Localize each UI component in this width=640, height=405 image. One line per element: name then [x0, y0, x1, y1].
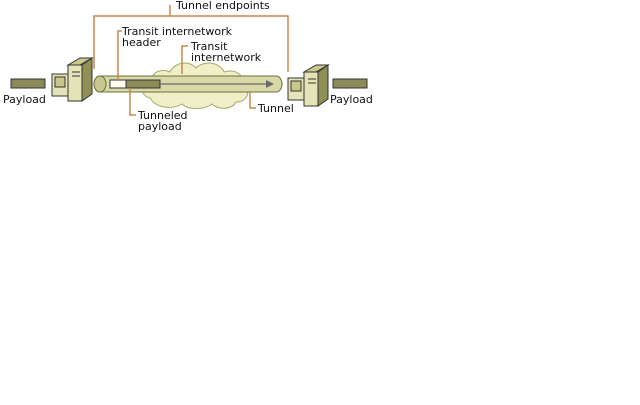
- transit-header-label-line2: header: [122, 36, 161, 49]
- transit-internetwork-callout: Transit internetwork: [181, 40, 262, 74]
- right-server-icon: [287, 64, 330, 107]
- transit-internetwork-label-line1: Transit: [190, 40, 228, 53]
- tunnel-endpoints-label: Tunnel endpoints: [175, 0, 270, 12]
- tunnel-leader: [249, 92, 256, 109]
- tunnel-endpoints-bracket: [93, 15, 289, 72]
- tunneled-payload-leader: [129, 88, 136, 116]
- left-payload-bar: [10, 78, 46, 89]
- tunnel-pipe: [93, 75, 283, 93]
- tunnel-callout: Tunnel: [249, 92, 294, 115]
- tunneled-payload-block: [125, 79, 161, 89]
- right-monitor-screen: [290, 80, 302, 92]
- left-server-tower-side: [81, 57, 93, 102]
- left-monitor-screen: [54, 76, 66, 88]
- transit-header-callout: Transit internetwork header: [117, 25, 233, 80]
- right-server-tower: [303, 71, 319, 107]
- tunneled-payload-label-line2: payload: [138, 120, 182, 133]
- tunneled-payload-label-line1: Tunneled: [137, 109, 188, 122]
- right-payload-label: Payload: [330, 93, 373, 106]
- left-server-tower: [67, 64, 83, 102]
- transit-internetwork-label-line2: internetwork: [191, 51, 262, 64]
- transit-header-label-line1: Transit internetwork: [121, 25, 233, 38]
- tunnel-arrow-head: [266, 80, 274, 88]
- tunnel-endpoints-callout: Tunnel endpoints: [93, 0, 289, 72]
- right-payload-bar: [332, 78, 368, 89]
- tunneled-payload-callout: Tunneled payload: [129, 88, 188, 133]
- right-server-tower-side: [317, 64, 329, 107]
- transit-internetwork-leader: [181, 45, 188, 74]
- transit-header-block: [109, 79, 127, 89]
- tunnel-mouth: [93, 75, 107, 93]
- tunnel-label: Tunnel: [257, 102, 294, 115]
- transit-header-leader: [117, 30, 122, 80]
- left-server-icon: [51, 57, 94, 102]
- left-payload-label: Payload: [3, 93, 46, 106]
